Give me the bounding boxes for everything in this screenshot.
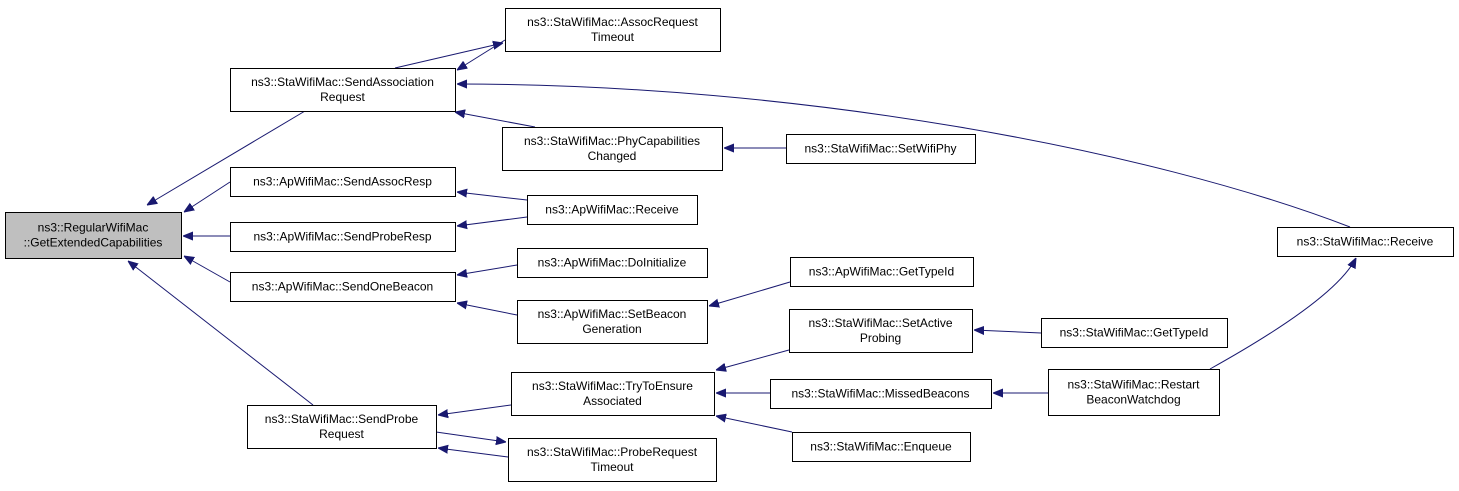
node-label: ns3::ApWifiMac::SendAssocResp (253, 175, 432, 189)
node-label: Request (320, 90, 365, 104)
node-box (517, 300, 708, 344)
node-label: ns3::StaWifiMac::ProbeRequest (527, 445, 698, 459)
node-box (1277, 227, 1454, 257)
node-doInitialize[interactable]: ns3::ApWifiMac::DoInitialize (517, 248, 708, 278)
edge-doInitialize-to-sendOneBeacon (457, 264, 518, 275)
node-label: Associated (583, 394, 642, 408)
node-box (786, 134, 976, 164)
node-label: ns3::StaWifiMac::Receive (1297, 235, 1434, 249)
edge-restartBeacon-to-staReceive (1209, 258, 1356, 370)
node-label: ns3::StaWifiMac::SetActive (808, 316, 952, 330)
node-root[interactable]: ns3::RegularWifiMac::GetExtendedCapabili… (5, 212, 182, 259)
edge-staReceive-to-sendAssocReq (457, 84, 1351, 228)
node-box (230, 68, 456, 112)
node-label: ns3::StaWifiMac::MissedBeacons (791, 387, 969, 401)
node-box (230, 222, 456, 252)
node-box (792, 432, 971, 462)
edge-sendOneBeacon-to-root (184, 256, 231, 283)
node-missedBeacons[interactable]: ns3::StaWifiMac::MissedBeacons (770, 379, 992, 409)
edge-sendAssocReq-to-root (147, 110, 306, 205)
node-sendAssocResp[interactable]: ns3::ApWifiMac::SendAssocResp (230, 167, 456, 197)
edge-staGetTypeId-to-setActiveProbing (974, 330, 1042, 333)
node-label: ns3::StaWifiMac::SendAssociation (251, 75, 434, 89)
node-enqueue[interactable]: ns3::StaWifiMac::Enqueue (792, 432, 971, 462)
node-label: ::GetExtendedCapabilities (24, 236, 163, 250)
node-box (5, 212, 182, 259)
node-label: ns3::ApWifiMac::GetTypeId (809, 265, 954, 279)
node-label: ns3::ApWifiMac::Receive (545, 203, 679, 217)
node-box (502, 127, 723, 171)
node-setWifiPhy[interactable]: ns3::StaWifiMac::SetWifiPhy (786, 134, 976, 164)
node-label: ns3::StaWifiMac::GetTypeId (1060, 326, 1209, 340)
node-box (230, 167, 456, 197)
node-label: ns3::StaWifiMac::Enqueue (810, 440, 952, 454)
edge-setActiveProbing-to-tryToEnsure (716, 349, 790, 370)
edge-tryToEnsure-to-sendProbeReq (438, 404, 512, 415)
node-label: ns3::StaWifiMac::SendProbe (265, 412, 419, 426)
node-box (505, 8, 721, 52)
node-apReceive[interactable]: ns3::ApWifiMac::Receive (527, 195, 698, 225)
node-label: ns3::StaWifiMac::SetWifiPhy (804, 142, 956, 156)
node-box (517, 248, 708, 278)
node-box (230, 272, 456, 302)
node-label: ns3::StaWifiMac::PhyCapabilities (524, 134, 700, 148)
edge-enqueue-to-tryToEnsure (716, 416, 793, 433)
node-label: Probing (860, 331, 901, 345)
node-apGetTypeId[interactable]: ns3::ApWifiMac::GetTypeId (790, 257, 974, 287)
node-label: ns3::RegularWifiMac (38, 221, 149, 235)
node-box (770, 379, 992, 409)
node-staReceive[interactable]: ns3::StaWifiMac::Receive (1277, 227, 1454, 257)
node-box (527, 195, 698, 225)
edges (128, 39, 1356, 458)
node-sendOneBeacon[interactable]: ns3::ApWifiMac::SendOneBeacon (230, 272, 456, 302)
node-label: ns3::StaWifiMac::TryToEnsure (532, 379, 693, 393)
edge-setBeaconGen-to-sendOneBeacon (457, 303, 518, 316)
node-staGetTypeId[interactable]: ns3::StaWifiMac::GetTypeId (1041, 318, 1228, 348)
node-label: Generation (582, 322, 641, 336)
node-box (1041, 318, 1228, 348)
node-label: Timeout (591, 30, 635, 44)
node-box (511, 372, 715, 416)
node-label: Changed (588, 149, 637, 163)
node-label: ns3::StaWifiMac::AssocRequest (527, 15, 698, 29)
edge-apReceive-to-sendAssocResp (457, 192, 528, 201)
edge-sendAssocReq-to-assocReqTimeout (394, 43, 503, 69)
node-box (1048, 369, 1220, 416)
node-label: ns3::ApWifiMac::SendProbeResp (253, 230, 431, 244)
node-label: ns3::ApWifiMac::SetBeacon (538, 307, 687, 321)
nodes: ns3::RegularWifiMac::GetExtendedCapabili… (5, 8, 1454, 482)
node-label: BeaconWatchdog (1086, 393, 1180, 407)
node-label: ns3::ApWifiMac::DoInitialize (538, 256, 687, 270)
edge-apReceive-to-sendProbeResp (457, 216, 528, 226)
edge-phyCapChanged-to-sendAssocReq (455, 112, 536, 128)
node-box (508, 438, 717, 482)
node-box (789, 309, 973, 353)
node-box (247, 405, 437, 449)
edge-sendProbeReq-to-root (128, 261, 314, 406)
node-sendProbeResp[interactable]: ns3::ApWifiMac::SendProbeResp (230, 222, 456, 252)
node-label: ns3::ApWifiMac::SendOneBeacon (252, 280, 433, 294)
edge-sendAssocResp-to-root (184, 181, 231, 212)
node-label: Request (319, 427, 364, 441)
node-box (790, 257, 974, 287)
edge-apGetTypeId-to-setBeaconGen (709, 281, 791, 306)
edge-probeReqTimeout-to-sendProbeReq (438, 448, 509, 458)
node-label: Timeout (591, 460, 635, 474)
node-label: ns3::StaWifiMac::Restart (1067, 378, 1200, 392)
edge-sendProbeReq-to-probeReqTimeout (435, 431, 506, 442)
